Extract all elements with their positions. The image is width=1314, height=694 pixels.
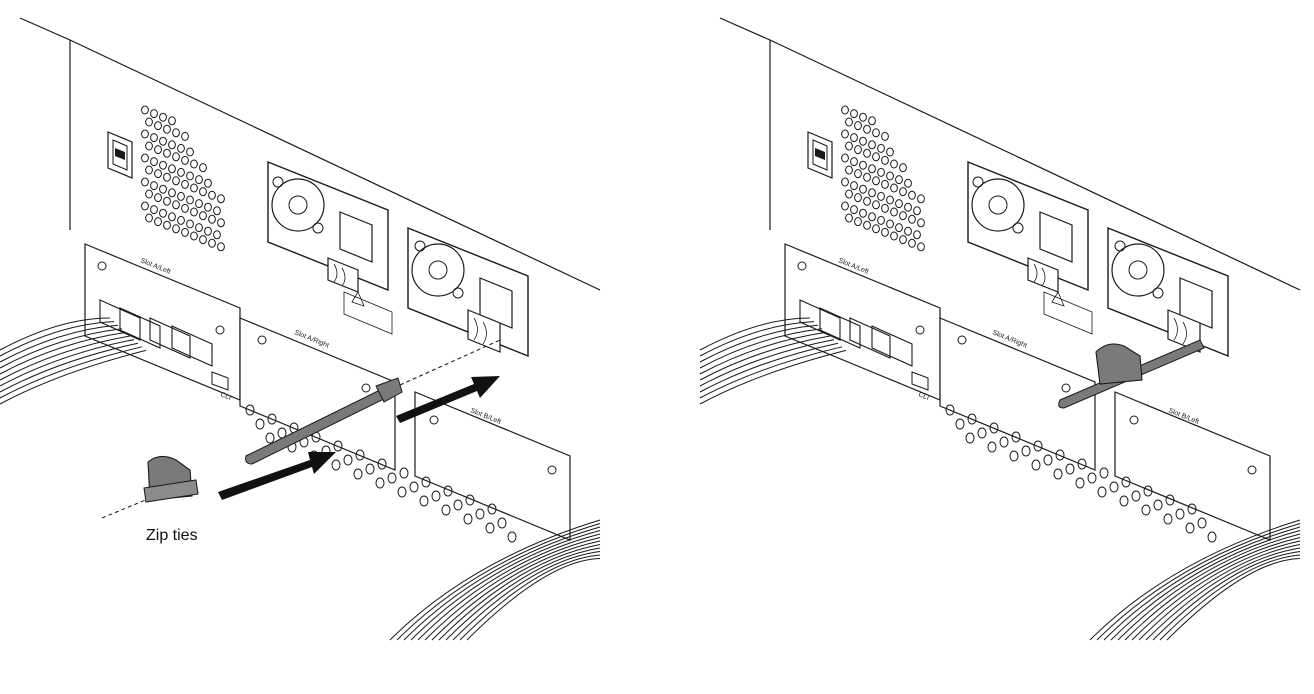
insert-arrow-icon — [396, 376, 500, 423]
label-cli-port: CLI — [917, 391, 930, 402]
label-cli-port: CLI — [219, 391, 232, 402]
installed-zip-tie — [1058, 339, 1205, 409]
dashed-guide-line — [399, 339, 501, 386]
zip-tie-clip — [143, 455, 199, 503]
zip-tie-strap — [245, 377, 403, 465]
zip-ties-caption: Zip ties — [146, 527, 198, 544]
insert-arrow-icon — [218, 452, 336, 500]
left-illustration: Slot A/Left Slot A/Right Slot B/Left CLI… — [0, 17, 601, 641]
right-illustration: Slot A/Left Slot A/Right Slot B/Left CLI — [699, 17, 1301, 641]
